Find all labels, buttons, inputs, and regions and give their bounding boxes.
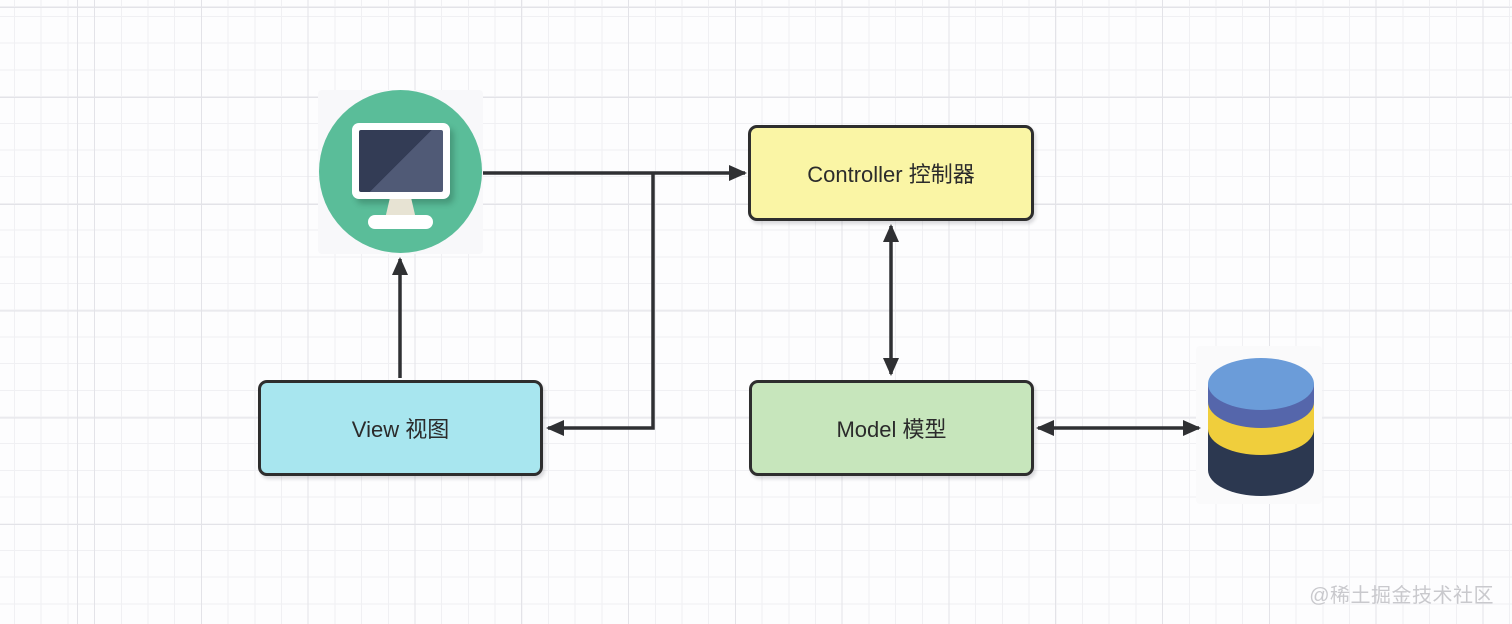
computer-icon-circle — [319, 90, 482, 253]
node-model-label: Model 模型 — [836, 417, 947, 442]
node-controller: Controller 控制器 — [748, 125, 1034, 221]
monitor-base — [368, 215, 433, 229]
edge-branch-to-view — [546, 173, 655, 436]
computer-icon — [318, 90, 483, 254]
node-view: View 视图 — [258, 380, 543, 476]
database-icon-tile — [1196, 346, 1322, 504]
monitor-screen — [359, 130, 443, 192]
node-view-label: View 视图 — [351, 417, 450, 442]
monitor-stand — [385, 199, 416, 219]
node-controller-label: Controller 控制器 — [807, 162, 975, 187]
monitor-frame — [352, 123, 450, 199]
watermark: @稀土掘金技术社区 — [1309, 585, 1494, 607]
node-model: Model 模型 — [749, 380, 1034, 476]
